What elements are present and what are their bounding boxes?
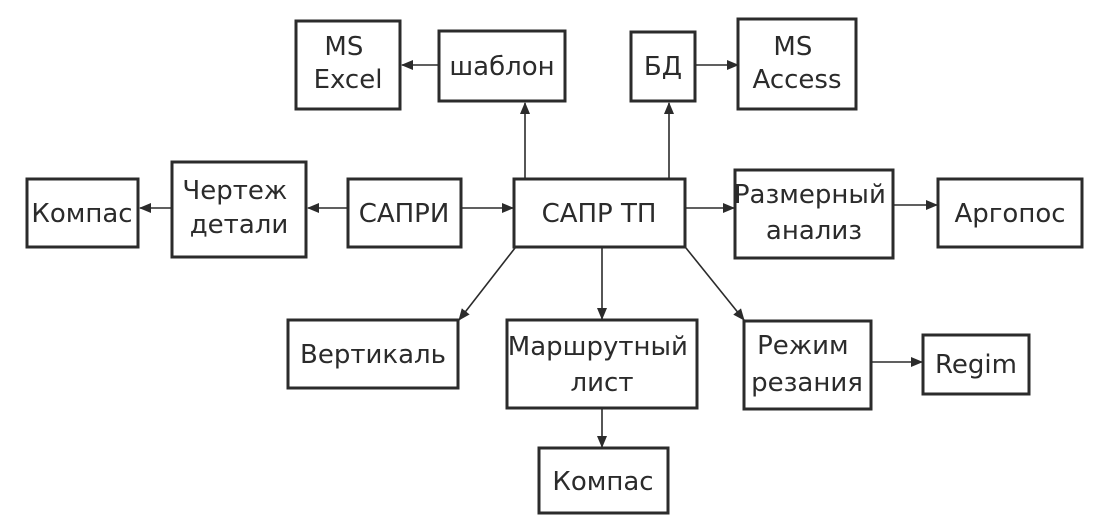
node-shablon-label: шаблон: [449, 52, 554, 82]
node-ms-excel: MS Excel: [294, 19, 402, 111]
node-ms-excel-line-1: MS: [324, 32, 363, 62]
node-ms-excel-label: MS Excel: [314, 32, 383, 95]
node-ms-access-label: MS Access: [752, 32, 841, 95]
node-rezhim-line-2: резания: [751, 368, 863, 398]
node-kompas-bottom-label: Компас: [552, 467, 653, 497]
node-regim: Regim: [921, 333, 1031, 396]
node-razmerny-label: Размерный анализ: [734, 180, 894, 246]
node-marshrut: Маршрутный лист: [505, 318, 699, 410]
node-sapri: САПРИ: [346, 177, 463, 249]
node-chertezh-line-1: Чертеж: [182, 176, 287, 206]
node-shablon: шаблон: [437, 29, 567, 103]
node-vertikal-label: Вертикаль: [300, 340, 446, 370]
node-marshrut-line-2: лист: [571, 368, 634, 398]
node-chertezh-label: Чертеж детали: [182, 176, 295, 240]
node-argopos: Аргопос: [936, 177, 1084, 249]
node-kompas-bottom: Компас: [537, 446, 670, 515]
node-chertezh-line-2: детали: [190, 210, 289, 240]
node-marshrut-line-1: Маршрутный: [508, 332, 688, 362]
node-argopos-label: Аргопос: [954, 199, 1065, 229]
node-razmerny-line-2: анализ: [766, 216, 862, 246]
node-sapri-label: САПРИ: [359, 199, 450, 229]
node-marshrut-label: Маршрутный лист: [508, 332, 696, 398]
edge-sapr-tp-to-rezhim: [685, 247, 745, 321]
node-regim-label: Regim: [935, 350, 1017, 380]
node-vertikal: Вертикаль: [286, 318, 460, 390]
node-bd-label: БД: [644, 52, 682, 82]
node-rezhim-line-1: Режим: [757, 331, 849, 361]
node-ms-access: MS Access: [736, 17, 858, 111]
edge-sapr-tp-to-vertikal: [458, 247, 516, 321]
node-ms-access-line-1: MS: [773, 32, 812, 62]
node-bd: БД: [629, 30, 697, 103]
edges: [139, 60, 938, 448]
node-ms-access-line-2: Access: [752, 65, 841, 95]
node-ms-excel-line-2: Excel: [314, 65, 383, 95]
node-razmerny: Размерный анализ: [733, 168, 895, 260]
node-sapr-tp-label: САПР ТП: [542, 199, 657, 229]
node-kompas-left-label: Компас: [31, 199, 132, 229]
node-rezhim-label: Режим резания: [751, 331, 863, 398]
node-chertezh: Чертеж детали: [170, 160, 308, 259]
node-kompas-left: Компас: [25, 177, 140, 249]
node-razmerny-line-1: Размерный: [734, 180, 886, 210]
node-sapr-tp: САПР ТП: [512, 177, 687, 249]
node-rezhim: Режим резания: [742, 319, 873, 411]
